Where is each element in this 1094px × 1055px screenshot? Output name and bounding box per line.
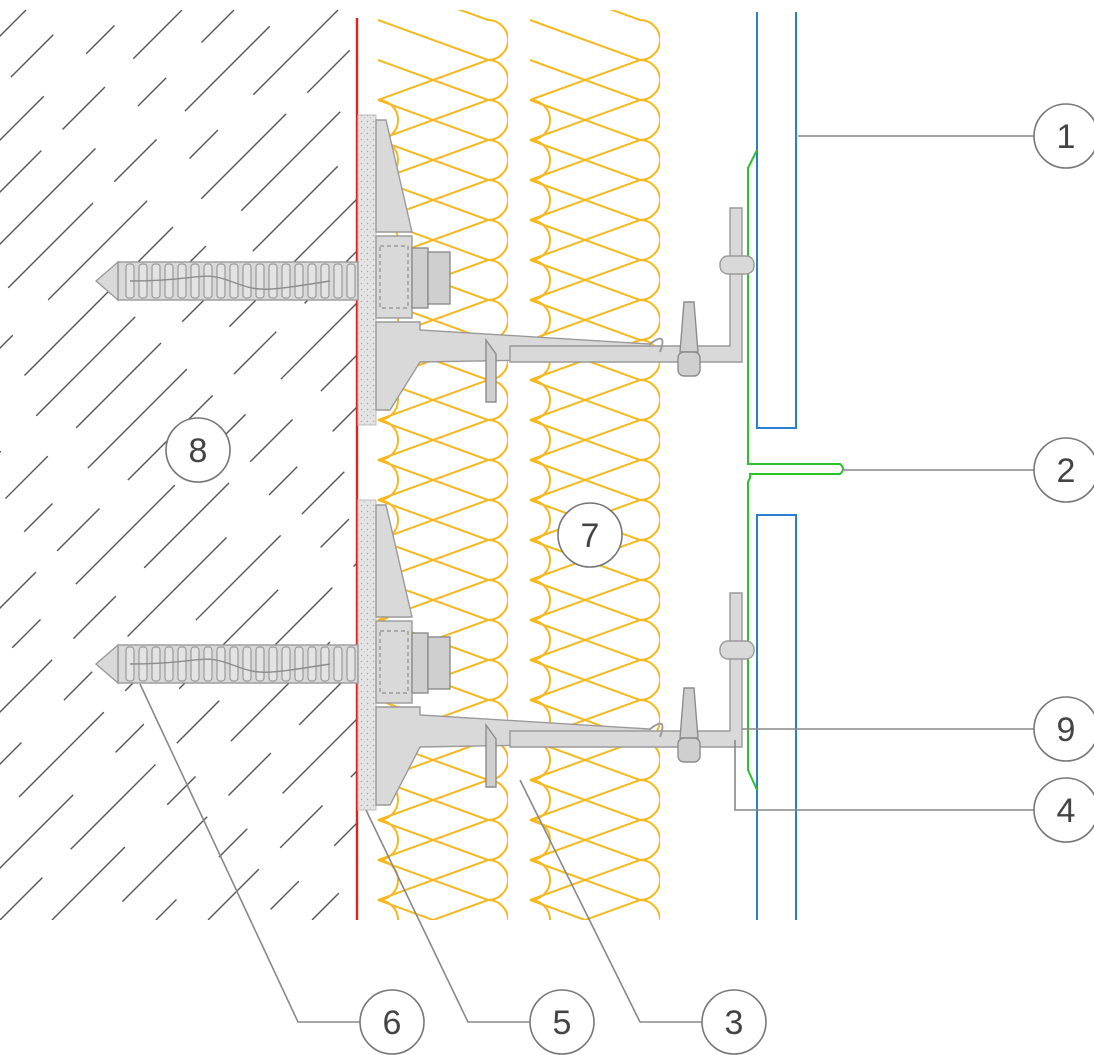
callout-1: 1: [1033, 103, 1094, 169]
facade-panel-upper: [756, 12, 797, 429]
bracket-assembly-upper: [94, 114, 755, 426]
callout-9-label: 9: [1057, 711, 1076, 749]
screw-icon: [677, 301, 701, 377]
callout-9: 9: [1033, 696, 1094, 762]
thermal-pad-icon: [357, 114, 377, 426]
callout-2-label: 2: [1057, 452, 1076, 490]
rivet-icon: [719, 255, 755, 275]
callout-5: 5: [529, 989, 595, 1055]
callout-6-label: 6: [383, 1004, 402, 1042]
facade-panel-lower: [756, 514, 797, 920]
callout-4-label: 4: [1057, 792, 1076, 830]
callout-3: 3: [701, 989, 767, 1055]
leader-lines: [139, 135, 1034, 1023]
anchor-icon: [94, 643, 359, 685]
callout-7-label: 7: [581, 517, 600, 555]
callout-3-label: 3: [725, 1004, 744, 1042]
callout-5-label: 5: [553, 1004, 572, 1042]
bracket-assembly-lower: [94, 499, 755, 811]
callout-1-label: 1: [1057, 118, 1076, 156]
callout-8: 8: [165, 417, 231, 483]
rivet-icon: [719, 640, 755, 660]
concrete-wall-hatch: [0, 10, 356, 920]
callout-2: 2: [1033, 437, 1094, 503]
screw-icon: [677, 687, 701, 763]
callout-8-label: 8: [189, 432, 208, 470]
thermal-pad-icon: [357, 499, 377, 811]
callout-6: 6: [359, 989, 425, 1055]
callout-4: 4: [1033, 777, 1094, 843]
anchor-icon: [94, 260, 359, 302]
callout-7: 7: [557, 502, 623, 568]
facade-panels: [756, 12, 797, 920]
bracket-icon: [375, 119, 413, 233]
bracket-icon: [375, 504, 413, 618]
